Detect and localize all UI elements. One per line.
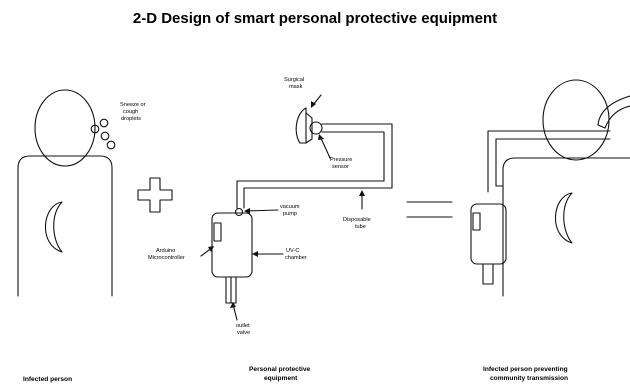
ppe-device xyxy=(211,107,393,304)
caption-ppe-line-2: equipment xyxy=(264,375,298,382)
caption-infected-person: Infected person xyxy=(23,376,72,383)
vacuum-pump-label-line-2: pump xyxy=(283,211,297,217)
caption-ppe-line-1: Personal protective xyxy=(249,366,311,373)
pressure-sensor-icon xyxy=(309,121,323,135)
plus-sign xyxy=(137,177,173,213)
uvc-label-line-2: chamber xyxy=(285,255,307,261)
droplets-label-line-2: cough xyxy=(123,109,138,115)
right-lungs-crescent-icon xyxy=(554,192,573,244)
uvc-label-line-1: UV-C xyxy=(286,248,299,254)
outlet-label-line-2: valve xyxy=(237,330,250,336)
tube-outer xyxy=(243,123,393,209)
tube-label-line-1: Disposable xyxy=(343,217,371,223)
caption-preventing-line-2: community transmission xyxy=(490,375,568,382)
person-head xyxy=(34,89,96,167)
infected-person-figure xyxy=(17,89,113,297)
caption-preventing-line-1: Infected person preventing xyxy=(483,366,568,373)
right-arduino-icon xyxy=(472,212,481,231)
right-tube-inner xyxy=(495,138,611,187)
outlet-label-line-1: outlet xyxy=(236,323,250,329)
lungs-crescent-icon xyxy=(44,201,63,253)
vacuum-pump-label-line-1: vacuum xyxy=(280,204,300,210)
right-mask-icon xyxy=(597,95,630,129)
arduino-label-line-2: Microcontroller xyxy=(148,255,185,261)
protected-person-figure xyxy=(470,79,630,297)
arrows xyxy=(200,94,363,321)
surgical-mask-icon xyxy=(295,107,307,144)
droplets-label-line-3: droplets xyxy=(121,116,141,122)
arduino-label-line-1: Arduino xyxy=(156,248,175,254)
mask-label-line-1: Surgical xyxy=(284,77,304,83)
right-tube-outer xyxy=(487,130,611,193)
pressure-sensor-label-line-1: Pressure xyxy=(330,157,352,163)
pressure-sensor-label-line-2: sensor xyxy=(332,164,349,170)
diagram-title: 2-D Design of smart personal protective … xyxy=(132,10,498,27)
droplets-icon xyxy=(90,118,116,150)
mask-label-line-2: mask xyxy=(289,84,303,90)
right-outlet-valve xyxy=(482,263,494,285)
tube-inner xyxy=(236,131,385,209)
tube-label-line-2: tube xyxy=(355,224,366,230)
mask-connector xyxy=(305,112,313,144)
vacuum-pump-icon xyxy=(234,207,244,217)
equals-sign xyxy=(406,201,453,218)
arduino-microcontroller-icon xyxy=(213,222,222,242)
person-body xyxy=(17,155,113,297)
droplets-label-line-1: Sneeze or xyxy=(120,102,146,108)
protected-person-body xyxy=(502,157,630,297)
